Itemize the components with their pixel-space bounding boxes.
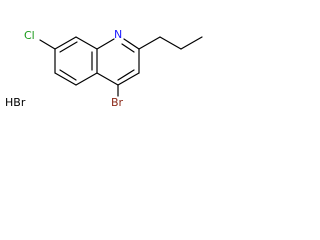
salt-label: HBr	[5, 96, 26, 109]
bond-propyl-1	[138, 36, 161, 50]
bromine-label: Br	[111, 96, 124, 109]
bond-c5-c4a	[75, 72, 98, 86]
bond-propyl-2	[159, 36, 182, 50]
nitrogen-label: N	[114, 28, 122, 41]
bond-c3-c4	[117, 72, 140, 86]
bond-propyl-3	[180, 36, 203, 50]
bond-n1-c2-double	[121, 43, 135, 53]
chlorine-label: Cl	[24, 29, 35, 42]
bond-c8-c7	[54, 36, 77, 50]
bond-n1-c2	[123, 38, 140, 50]
molecule-structure: N Cl Br	[24, 28, 203, 109]
bond-c4-c4a	[96, 72, 119, 86]
bond-c6-c5	[54, 72, 77, 86]
bond-c8a-n1	[96, 38, 115, 50]
bond-c8a-c8	[75, 36, 98, 50]
bond-c3-c4-double	[117, 69, 135, 81]
bond-c6-c5-double	[59, 69, 77, 81]
bond-c8-c7-double	[59, 41, 78, 53]
bond-c7-cl	[39, 39, 56, 50]
